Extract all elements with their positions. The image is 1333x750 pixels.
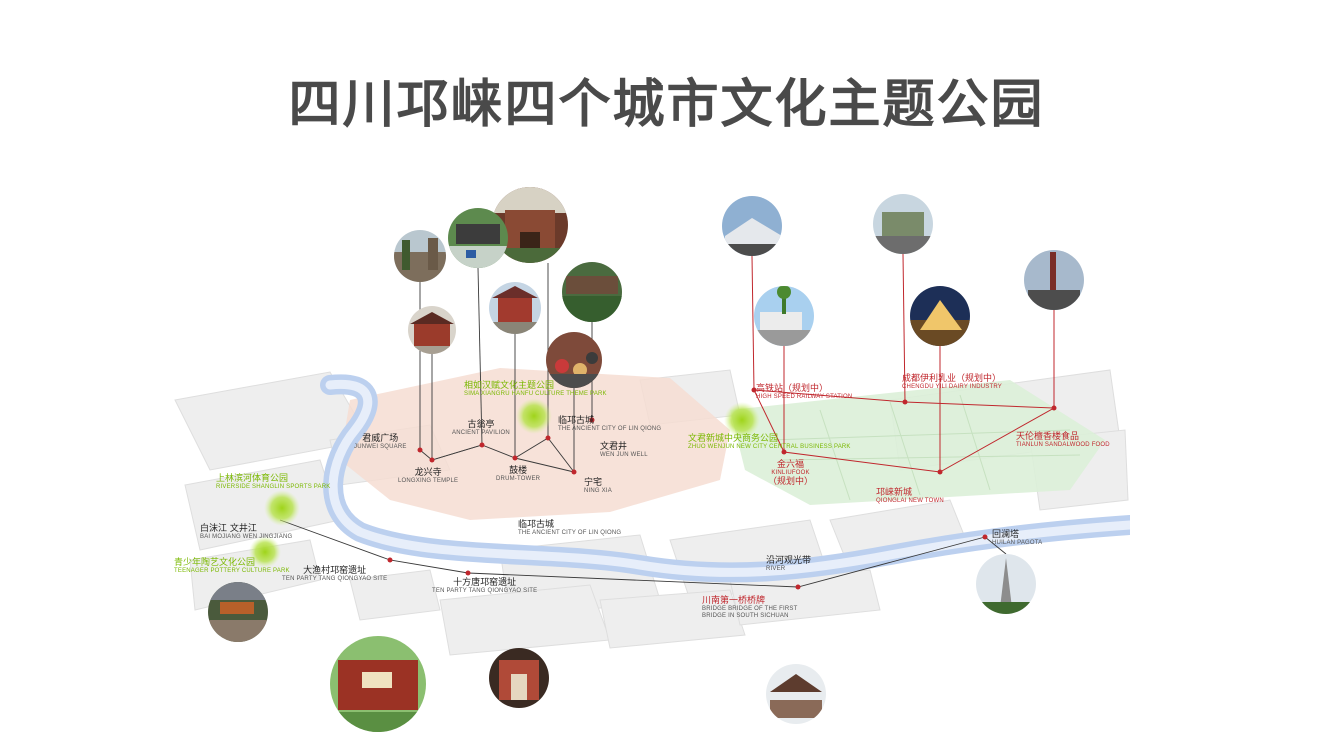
label-yili-dairy: 成都伊利乳业（规划中）CHENGDU YILI DAIRY INDUSTRY bbox=[902, 374, 1002, 391]
gate-photo bbox=[330, 636, 426, 732]
night-tent-photo bbox=[910, 286, 970, 346]
park-markers bbox=[249, 398, 760, 568]
riverside-photo bbox=[208, 582, 268, 642]
map-illustration bbox=[174, 187, 1130, 732]
street-photo bbox=[394, 230, 446, 282]
planning-lines bbox=[751, 253, 1056, 473]
building-photo bbox=[754, 286, 814, 346]
chimney-photo bbox=[1024, 250, 1084, 310]
pagoda-photo bbox=[976, 554, 1036, 614]
new-town-area bbox=[730, 380, 1105, 505]
drum-tower-photo bbox=[489, 282, 541, 334]
temple-photo bbox=[408, 306, 456, 354]
slide-title: 四川邛崃四个城市文化主题公园 bbox=[288, 75, 1045, 135]
ancient-city-area bbox=[340, 368, 730, 520]
railway-station-photo bbox=[722, 196, 782, 256]
factory-photo bbox=[873, 194, 933, 254]
archway-photo bbox=[489, 648, 549, 708]
label-railway-station: 高铁站（规划中）HIGH SPEED RAILWAY STATION bbox=[756, 384, 853, 401]
market-photo bbox=[766, 664, 826, 724]
garden-pavilion-photo bbox=[448, 208, 508, 268]
map-nodes bbox=[387, 387, 1057, 590]
courtyard-photo bbox=[562, 262, 622, 322]
